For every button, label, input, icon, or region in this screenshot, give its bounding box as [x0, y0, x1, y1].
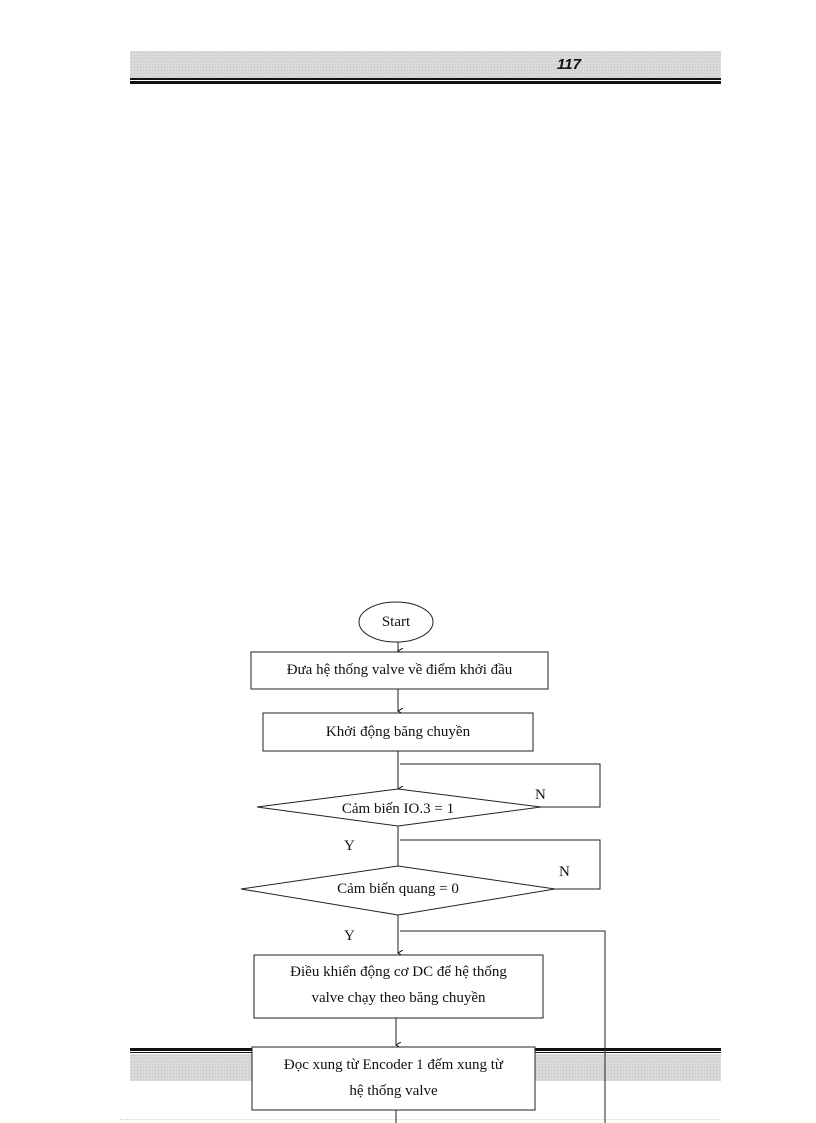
decision-io3-label: Cảm biến IO.3 = 1	[341, 801, 455, 817]
step-start-conveyor-label: Khởi động băng chuyền	[325, 724, 471, 740]
header-rule-top	[130, 78, 721, 80]
step-dc-motor-line2: valve chạy theo băng chuyền	[311, 990, 486, 1006]
step-read-encoder-line1: Đọc xung từ Encoder 1 đếm xung từ	[283, 1057, 504, 1073]
header-rule-bottom	[130, 81, 721, 84]
page-header-band	[130, 51, 721, 78]
yes-label-decision1: Y	[344, 838, 355, 854]
no-label-decision1: N	[535, 787, 546, 803]
step-read-encoder-box	[251, 1046, 536, 1111]
start-label: Start	[381, 614, 411, 630]
no-label-decision2: N	[559, 864, 570, 880]
yes-label-decision2: Y	[344, 928, 355, 944]
step-reset-valve-box	[250, 651, 549, 690]
page-bottom-edge	[120, 1119, 720, 1120]
start-terminal	[358, 601, 434, 643]
step-reset-valve-label: Đưa hệ thống valve về điểm khởi đầu	[286, 662, 513, 678]
step-dc-motor-box	[253, 954, 544, 1019]
decision-light-sensor-label: Cảm biến quang = 0	[337, 881, 459, 897]
page-number: 117	[557, 56, 581, 73]
step-read-encoder-line2: hệ thống valve	[349, 1083, 438, 1099]
step-dc-motor-line1: Điều khiển động cơ DC để hệ thống	[290, 964, 507, 980]
